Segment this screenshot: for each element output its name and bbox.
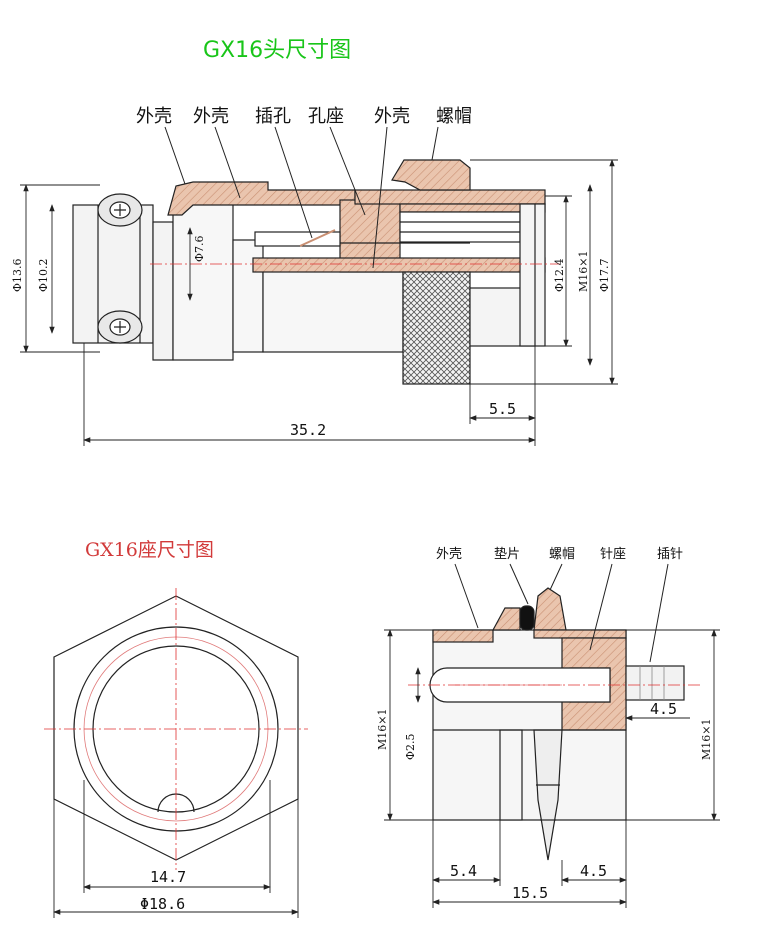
socket-label-washer: 垫片 (494, 546, 520, 562)
plug-label-contact: 插孔 (255, 106, 291, 127)
dim-15-5: 15.5 (512, 884, 548, 902)
dim-m16-socket-left: M16×1 (376, 709, 389, 750)
pin-tip (625, 665, 685, 701)
socket-title: GX16座尺寸图 (85, 539, 214, 561)
dim-5-4: 5.4 (450, 862, 477, 880)
plug-label-shell-2: 外壳 (193, 106, 229, 127)
dim-4-5-top: 4.5 (650, 700, 677, 718)
washer (519, 605, 535, 631)
dim-d2-5: Φ2.5 (404, 733, 417, 760)
socket-label-nut: 螺帽 (549, 546, 575, 562)
plug-label-shell-1: 外壳 (136, 106, 172, 127)
socket-leaders (454, 563, 669, 663)
plug-label-holder: 孔座 (308, 106, 344, 127)
dim-35-2: 35.2 (290, 421, 326, 439)
dim-d7-6: Φ7.6 (193, 235, 206, 262)
socket-shell-top-section (432, 629, 494, 643)
plug-label-nut: 螺帽 (436, 106, 472, 127)
dim-d17-7: Φ17.7 (598, 258, 611, 292)
dim-d18-6: Φ18.6 (140, 895, 185, 913)
coupling-nut-top (391, 159, 471, 191)
socket-side-view (429, 587, 685, 861)
dim-m16-plug: M16×1 (577, 251, 590, 292)
socket-label-shell: 外壳 (436, 547, 462, 562)
socket-label-pin-holder: 针座 (600, 547, 626, 562)
contact-pin (254, 231, 341, 247)
plug-label-shell-3: 外壳 (374, 106, 410, 127)
dim-d13-6: Φ13.6 (11, 258, 24, 292)
dim-m16-socket-right: M16×1 (700, 719, 713, 760)
dim-d12-4: Φ12.4 (553, 258, 566, 292)
plug-dimensions (20, 159, 618, 446)
tail-body (152, 221, 174, 361)
knurled-nut (402, 271, 471, 385)
socket-label-pin: 插针 (657, 547, 683, 562)
dim-d10-2: Φ10.2 (37, 258, 50, 292)
dim-5-5: 5.5 (489, 400, 516, 418)
plug-drawing (72, 159, 546, 385)
plug-title: GX16头尺寸图 (203, 38, 351, 63)
front-shell-section (354, 189, 546, 205)
socket-nut-lower (533, 729, 563, 861)
dim-14-7: 14.7 (150, 868, 186, 886)
socket-side-dimensions (384, 629, 720, 908)
plug-leaders (164, 126, 439, 269)
dim-4-5: 4.5 (580, 862, 607, 880)
socket-nut-top (533, 587, 567, 631)
